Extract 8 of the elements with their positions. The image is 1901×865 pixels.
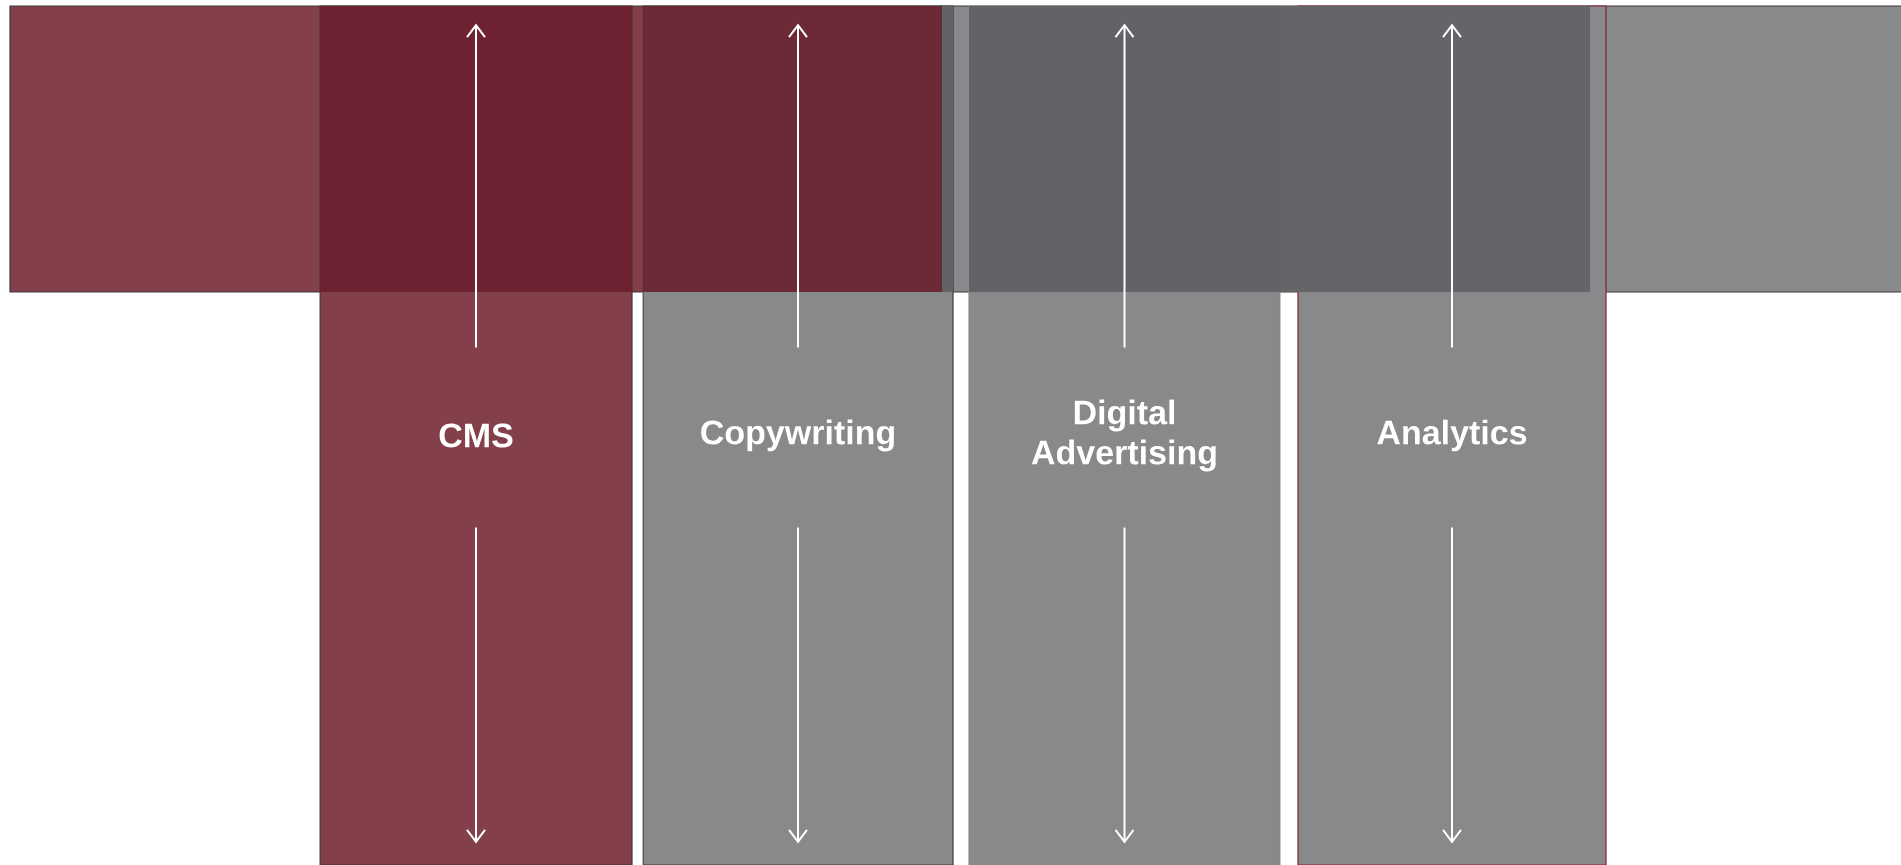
arrow — [1442, 526, 1462, 844]
arrow — [1442, 23, 1462, 349]
arrow — [466, 526, 486, 844]
arrow — [1114, 23, 1135, 349]
arrow — [788, 526, 808, 844]
arrow — [788, 23, 808, 349]
arrow — [466, 23, 486, 349]
arrow — [1114, 526, 1135, 844]
